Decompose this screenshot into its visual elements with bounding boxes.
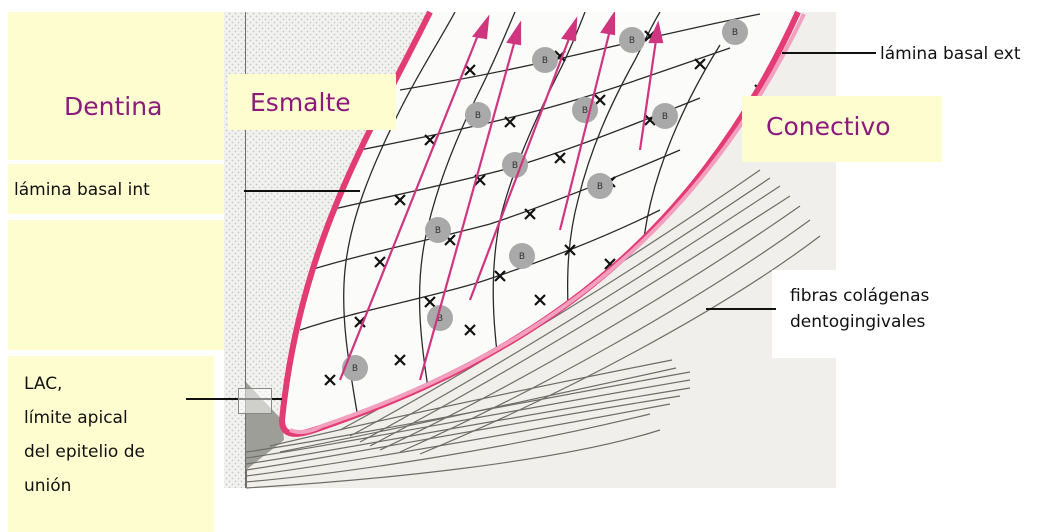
lac-label-line4: unión [24, 474, 71, 499]
nucleus-letter: B [435, 226, 441, 236]
lac-leader-box [238, 388, 272, 414]
conectivo-title: Conectivo [766, 112, 891, 141]
lac-label-line1: LAC, [24, 372, 62, 397]
dentina-title: Dentina [64, 92, 162, 121]
nucleus-letter: B [597, 182, 603, 192]
lamina-basal-ext-leader [782, 52, 876, 54]
nucleus-letter: B [582, 106, 588, 116]
lamina-basal-int-label: lámina basal int [14, 178, 150, 203]
nucleus-letter: B [542, 56, 548, 66]
nucleus-letter: B [629, 36, 635, 46]
lamina-basal-int-leader [244, 190, 360, 192]
nucleus-letter: B [519, 252, 525, 262]
fibras-label-line2: dentogingivales [790, 310, 925, 335]
fibras-leader [706, 308, 776, 310]
fibras-label-line1: fibras colágenas [790, 284, 929, 309]
lac-label-line2: límite apical [24, 406, 128, 431]
esmalte-title: Esmalte [250, 88, 351, 117]
nucleus-letter: B [732, 28, 738, 38]
lac-label-line3: del epitelio de [24, 440, 145, 465]
nucleus-letter: B [662, 112, 668, 122]
nucleus-letter: B [512, 161, 518, 171]
lamina-basal-ext-label: lámina basal ext [880, 42, 1021, 67]
nucleus-letter: B [352, 364, 358, 374]
nucleus-letter: B [475, 111, 481, 121]
